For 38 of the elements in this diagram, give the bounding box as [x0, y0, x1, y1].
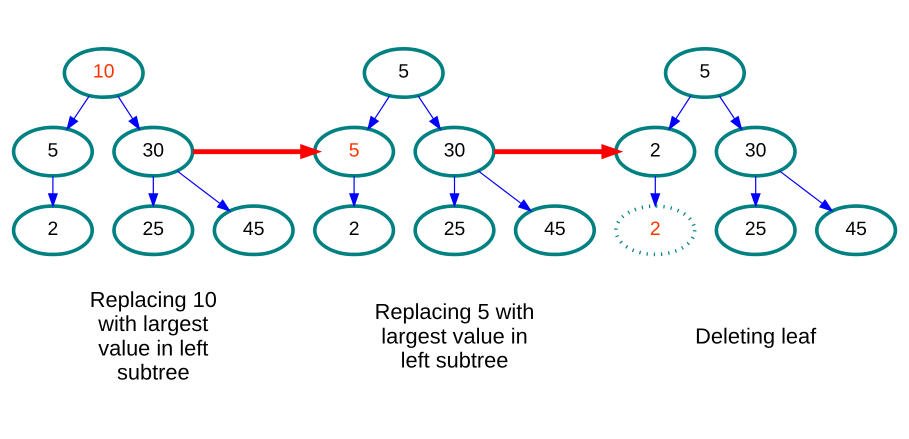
node-ellipse: 5 [362, 46, 445, 99]
arrow [449, 176, 460, 208]
label: Deleting leaf [695, 322, 816, 348]
arrow [192, 144, 322, 159]
arrow [66, 95, 90, 130]
node-ellipse: 25 [413, 204, 496, 256]
arrow [349, 176, 360, 208]
arrow [494, 144, 624, 159]
node-ellipse: 2 [12, 204, 94, 256]
node-ellipse: 2 [312, 204, 396, 256]
node-ellipse: 30 [714, 125, 797, 178]
arrow [668, 95, 692, 130]
arrow [418, 95, 442, 130]
node-ellipse: 25 [714, 204, 797, 256]
node-ellipse: 30 [413, 125, 496, 178]
arrow [478, 170, 532, 212]
arrow [176, 170, 232, 212]
node-ellipse: 45 [814, 204, 898, 256]
arrow [779, 170, 834, 212]
arrow [650, 176, 660, 208]
node-ellipse: 25 [112, 204, 194, 256]
arrow [750, 176, 761, 208]
label: Replacing 10 with largest value in left subtree [90, 286, 217, 384]
arrow [718, 95, 742, 130]
arrow [48, 176, 58, 208]
node-ellipse: 10 [62, 46, 145, 99]
node-ellipse: 45 [514, 204, 596, 256]
node-ellipse: 5 [12, 125, 94, 178]
node-ellipse: 5 [312, 125, 396, 178]
arrow [367, 95, 390, 130]
arrow [148, 176, 158, 208]
node-ellipse: 45 [212, 204, 295, 256]
node-ellipse: 2 [614, 204, 696, 256]
node-ellipse: 5 [664, 46, 746, 99]
node-ellipse: 2 [614, 125, 696, 178]
label: Replacing 5 with largest value in left subtree [374, 298, 534, 372]
arrow [117, 95, 140, 130]
node-ellipse: 30 [112, 125, 194, 178]
